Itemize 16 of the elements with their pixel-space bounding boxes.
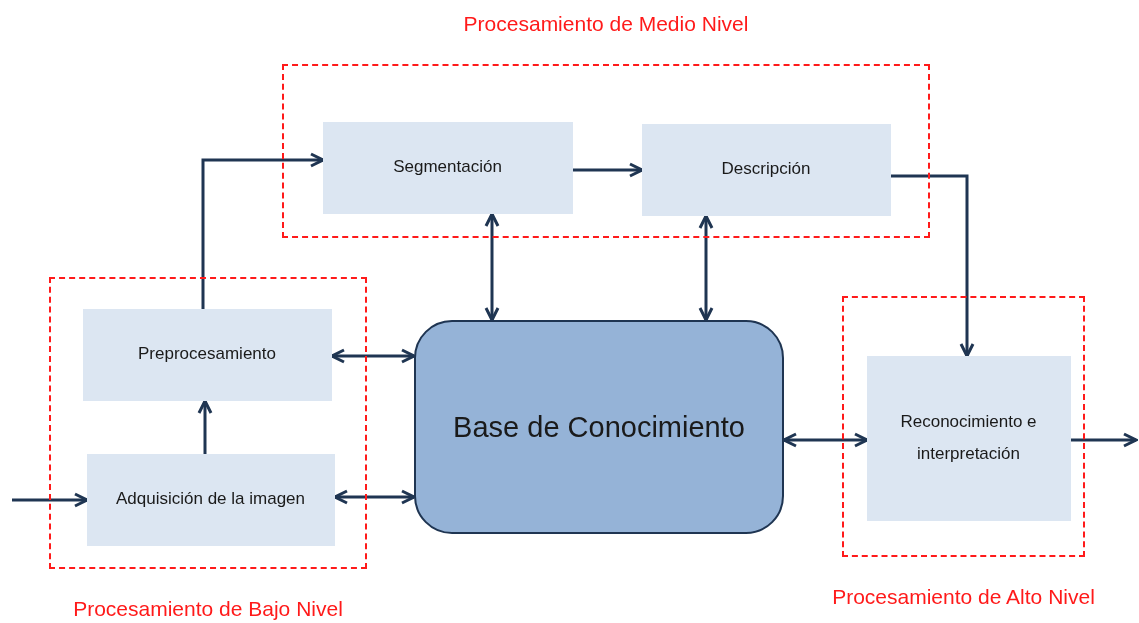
arrow xyxy=(698,214,714,322)
process-box: Reconocimiento e interpretación xyxy=(866,355,1071,521)
group-heading: Procesamiento de Medio Nivel xyxy=(462,12,750,36)
arrow xyxy=(197,399,213,454)
group-heading: Procesamiento de Alto Nivel xyxy=(831,585,1096,609)
arrow xyxy=(1071,432,1138,448)
group-heading: Procesamiento de Bajo Nivel xyxy=(72,597,344,621)
process-box: Preprocesamiento xyxy=(82,308,332,401)
arrow xyxy=(333,489,416,505)
process-box: Descripción xyxy=(641,123,891,216)
process-box: Segmentación xyxy=(322,121,573,214)
arrow xyxy=(484,212,500,322)
process-box: Adquisición de la imagen xyxy=(86,453,335,546)
arrow xyxy=(891,174,975,358)
arrow xyxy=(330,348,416,364)
knowledge-base-box: Base de Conocimiento xyxy=(414,320,784,534)
